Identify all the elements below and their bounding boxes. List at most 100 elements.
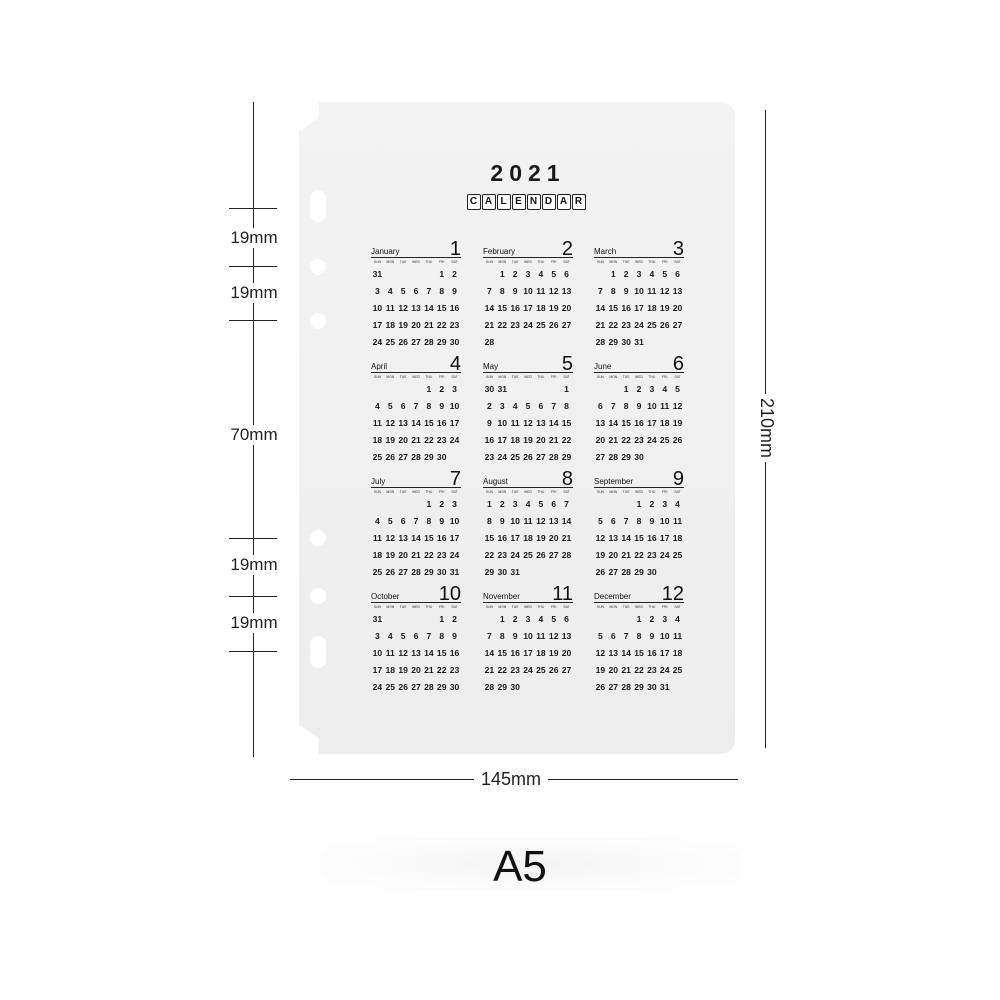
day-cell: 9 xyxy=(623,286,629,296)
weekday-label: SUN xyxy=(596,490,604,494)
day-cell: 5 xyxy=(662,269,668,279)
width-dimension-label: 145mm xyxy=(474,769,548,789)
day-cell: 24 xyxy=(659,550,670,560)
day-cell: 2 xyxy=(512,269,518,279)
day-cell xyxy=(547,384,560,401)
day-cell: 9 xyxy=(512,631,518,641)
day-cell: 22 xyxy=(561,435,572,445)
day-cell: 3 xyxy=(452,499,457,509)
weekday-label: THU xyxy=(425,260,433,264)
day-cell: 1 xyxy=(426,384,432,394)
weekday-label: SAT xyxy=(451,490,458,494)
day-cell: 26 xyxy=(523,452,533,462)
day-cell: 25 xyxy=(536,320,546,330)
weekday-label: THU xyxy=(537,375,545,379)
day-cell: 13 xyxy=(608,533,619,543)
weekday-label: MON xyxy=(386,375,395,379)
day-cell: 16 xyxy=(510,648,520,658)
day-cell: 20 xyxy=(411,320,421,330)
month-number: 6 xyxy=(672,353,684,375)
month-name: June xyxy=(594,362,612,371)
day-cell: 16 xyxy=(647,533,657,543)
day-cell: 1 xyxy=(439,614,445,624)
day-cell: 5 xyxy=(675,384,680,394)
day-cell: 30 xyxy=(436,452,447,462)
day-cell: 23 xyxy=(436,435,447,445)
day-cell: 18 xyxy=(536,303,546,313)
day-cell: 11 xyxy=(673,516,683,526)
weekday-label: WED xyxy=(635,605,643,609)
day-cell: 15 xyxy=(608,303,619,313)
day-cell: 15 xyxy=(497,303,508,313)
day-cell: 19 xyxy=(672,418,683,428)
day-cell: 4 xyxy=(387,631,393,641)
day-cell xyxy=(594,499,607,516)
day-cell: 23 xyxy=(497,550,508,560)
day-cell: 6 xyxy=(413,286,419,296)
day-cell: 6 xyxy=(564,269,569,279)
day-cell: 14 xyxy=(595,303,606,313)
day-cell: 11 xyxy=(647,286,657,296)
day-cell: 30 xyxy=(449,682,460,692)
day-cell: 14 xyxy=(548,418,559,428)
day-cell: 3 xyxy=(512,499,518,509)
day-cell xyxy=(397,499,410,516)
day-cell: 20 xyxy=(608,550,619,560)
weekday-label: THU xyxy=(648,260,656,264)
day-cell: 23 xyxy=(634,435,644,445)
day-cell xyxy=(534,384,547,401)
day-cell: 3 xyxy=(649,384,655,394)
day-cell: 25 xyxy=(385,337,396,347)
weekday-label: SUN xyxy=(596,605,604,609)
day-cell: 30 xyxy=(497,567,508,577)
day-cell: 9 xyxy=(439,516,445,526)
weekday-label: THU xyxy=(537,260,545,264)
day-cell: 6 xyxy=(610,516,616,526)
day-cell: 21 xyxy=(561,533,572,543)
weekday-label: SAT xyxy=(451,375,458,379)
day-cell: 15 xyxy=(424,533,434,543)
day-cell: 24 xyxy=(659,665,670,675)
weekday-label: SUN xyxy=(485,605,493,609)
day-cell: 17 xyxy=(372,665,383,675)
day-cell: 6 xyxy=(400,516,406,526)
weekday-label: TUE xyxy=(511,490,519,494)
day-cell: 24 xyxy=(634,320,644,330)
day-cell: 5 xyxy=(551,614,557,624)
day-cell: 16 xyxy=(484,435,495,445)
day-cell xyxy=(483,269,496,286)
weekday-label: MON xyxy=(498,375,507,379)
day-cell: 13 xyxy=(411,648,421,658)
binder-hole xyxy=(310,313,326,329)
day-cell: 3 xyxy=(525,614,531,624)
day-cell: 22 xyxy=(424,435,434,445)
weekday-label: TUE xyxy=(399,375,407,379)
day-cell: 10 xyxy=(497,418,508,428)
binder-hole xyxy=(310,530,326,546)
day-cell: 1 xyxy=(636,499,642,509)
day-cell: 19 xyxy=(385,435,396,445)
day-cell: 16 xyxy=(449,648,460,658)
day-cell: 29 xyxy=(436,682,447,692)
day-cell: 22 xyxy=(497,665,508,675)
day-cell: 1 xyxy=(499,614,505,624)
day-cell: 19 xyxy=(398,665,408,675)
day-cell xyxy=(397,614,410,631)
day-cell: 13 xyxy=(608,648,619,658)
dimension-tick xyxy=(229,538,277,539)
